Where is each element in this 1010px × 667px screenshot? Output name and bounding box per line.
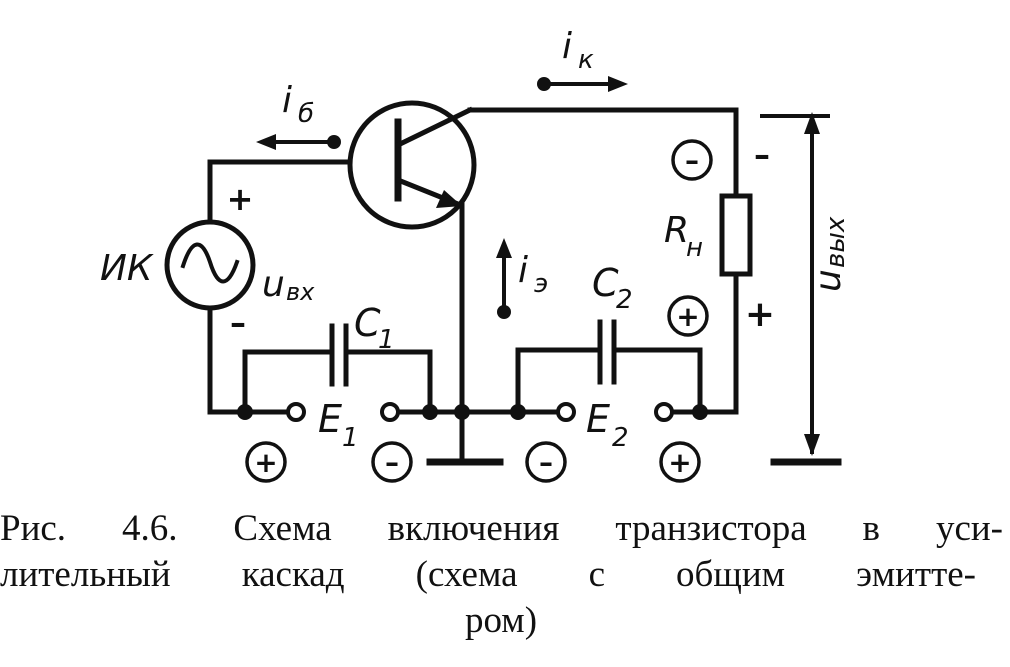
node-2 <box>422 404 438 420</box>
label-uin: u <box>262 264 285 305</box>
node-1 <box>237 404 253 420</box>
sign-minus-e1: – <box>385 446 399 479</box>
sign-plus-e1: + <box>254 446 277 479</box>
ib-arrow-dot <box>327 135 341 149</box>
terminal-e1-minus <box>380 402 400 422</box>
sign-load-plus: + <box>745 294 775 335</box>
polarity-circle-minus-e1 <box>371 441 413 483</box>
sign-plus-mid: + <box>676 300 699 333</box>
caption-line-3: ром) <box>464 600 538 641</box>
node-5 <box>692 404 708 420</box>
node-4 <box>510 404 526 420</box>
label-uin-sub: вх <box>286 278 315 306</box>
sign-minus-e2: – <box>539 446 553 479</box>
polarity-circle-plus-e1 <box>245 441 287 483</box>
transistor-emitter-arrow <box>436 190 462 208</box>
terminal-e1-plus <box>286 402 306 422</box>
caption-line-2: лительный каскад (схема с общим эмитте- <box>0 554 976 595</box>
caption-line-1: Рис. 4.6. Схема включения транзистора в … <box>0 508 1003 549</box>
label-ie: i <box>518 250 528 291</box>
label-ik-sub: к <box>578 45 594 75</box>
label-e1: E <box>318 397 342 441</box>
sign-plus-e2: + <box>668 446 691 479</box>
sign-source-minus: – <box>230 304 246 342</box>
label-source: ИК <box>100 248 154 289</box>
label-uout: u <box>808 269 849 292</box>
label-ib: i <box>282 80 292 121</box>
ie-arrow-head <box>496 238 512 258</box>
label-ie-sub: э <box>534 269 548 299</box>
label-c2: C <box>592 261 619 305</box>
ik-arrow-head <box>608 76 628 92</box>
ib-arrow-head <box>256 134 276 150</box>
output-arrow-up <box>804 112 820 134</box>
node-3 <box>454 404 470 420</box>
transistor-collector-lead <box>394 106 474 149</box>
label-e2: E <box>586 397 610 441</box>
sign-minus-top: – <box>685 144 699 177</box>
figure-caption: Рис. 4.6. Схема включения транзистора в … <box>0 503 1010 667</box>
label-rn-sub: н <box>686 233 703 263</box>
label-ib-sub: б <box>298 99 314 129</box>
ie-arrow-dot <box>497 305 511 319</box>
circuit-diagram: – + + – – + + – – + i б i к i э ИК u вх … <box>100 26 851 483</box>
terminal-e2-plus <box>654 402 674 422</box>
polarity-circle-plus-mid <box>667 295 709 337</box>
sign-load-minus: – <box>754 136 770 174</box>
terminal-e2-minus <box>556 402 576 422</box>
label-uout-sub: вых <box>821 216 851 268</box>
ik-arrow-dot <box>537 77 551 91</box>
output-arrow-down <box>804 434 820 456</box>
label-e2-sub: 2 <box>612 423 629 453</box>
polarity-circle-plus-e2 <box>659 441 701 483</box>
label-ik: i <box>562 26 572 67</box>
sine-wave-icon <box>180 242 240 284</box>
label-c1: C <box>354 301 381 345</box>
polarity-circle-minus-top <box>671 139 713 181</box>
transistor-body <box>347 100 477 230</box>
label-e1-sub: 1 <box>342 423 359 453</box>
polarity-circle-minus-e2 <box>525 441 567 483</box>
label-rn: R <box>664 210 689 251</box>
load-resistor <box>719 193 753 277</box>
label-c1-sub: 1 <box>378 325 395 355</box>
label-c2-sub: 2 <box>616 285 633 315</box>
sign-source-plus: + <box>227 180 254 218</box>
